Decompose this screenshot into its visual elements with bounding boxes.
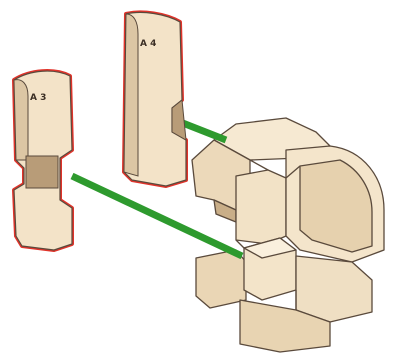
piece-a3-side — [13, 79, 29, 161]
puzzle-lower-center-top — [243, 237, 297, 259]
assembled-puzzle — [191, 117, 385, 353]
piece-a3-notch — [25, 155, 59, 189]
piece-a4-label: A 4 — [140, 39, 156, 49]
piece-a4-side — [123, 13, 139, 177]
puzzle-right-block-side — [299, 159, 373, 253]
piece-a3: A 3 — [12, 69, 74, 252]
puzzle-lower-right-block — [295, 255, 373, 323]
piece-a4-notch — [171, 99, 187, 141]
piece-a3-label: A 3 — [30, 93, 46, 103]
piece-a4-body — [123, 11, 187, 187]
piece-a4: A 4 — [122, 10, 188, 188]
puzzle-lower-left-block — [195, 249, 247, 309]
connector-a3 — [70, 172, 244, 260]
puzzle-center-column — [235, 169, 287, 245]
